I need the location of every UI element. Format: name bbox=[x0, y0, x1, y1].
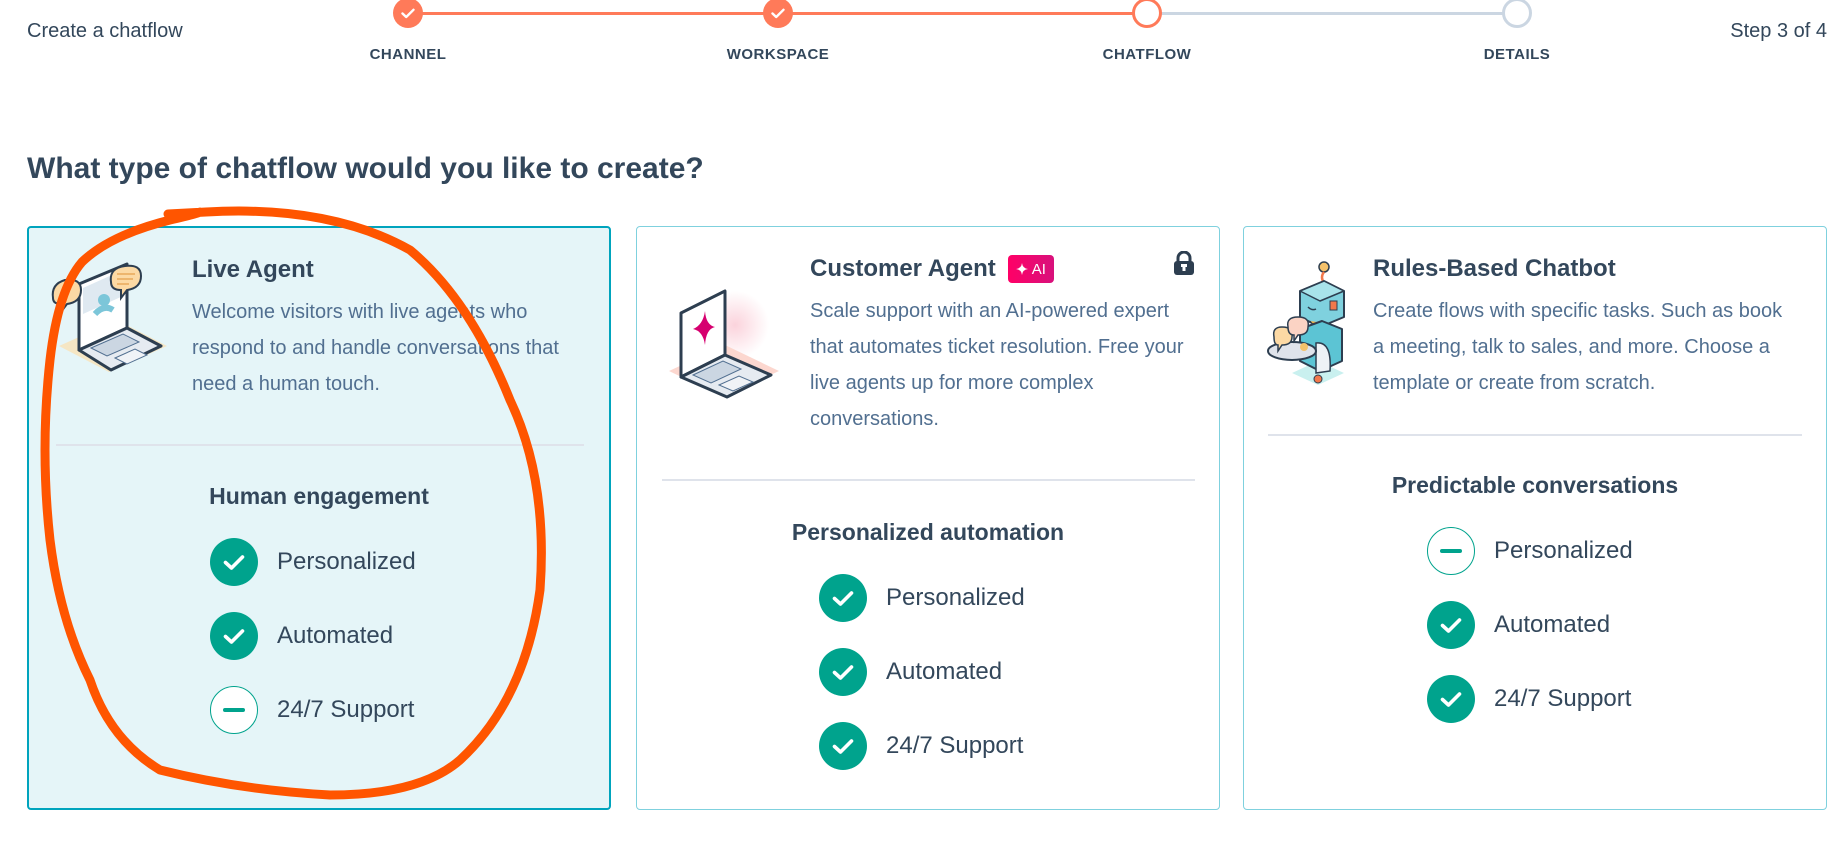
card-description: Welcome visitors with live agents who re… bbox=[192, 301, 559, 395]
check-circle-icon bbox=[819, 648, 867, 696]
step-pending-circle-icon bbox=[1502, 0, 1532, 28]
feature-item: Personalized bbox=[819, 561, 1219, 635]
feature-heading: Predictable conversations bbox=[1391, 472, 1679, 498]
robot-waiter-illustration bbox=[1266, 261, 1366, 391]
card-header: Rules-Based Chatbot Create flows with sp… bbox=[1373, 251, 1798, 401]
feature-label: Automated bbox=[277, 622, 394, 649]
feature-label: Automated bbox=[886, 658, 1003, 685]
ai-badge-label: AI bbox=[1031, 260, 1046, 278]
card-description: Scale support with an AI-powered expert … bbox=[810, 300, 1184, 430]
step-channel[interactable]: CHANNEL bbox=[308, 0, 508, 63]
feature-label: Personalized bbox=[277, 548, 416, 575]
step-current-circle-icon bbox=[1132, 0, 1162, 28]
feature-item: 24/7 Support bbox=[819, 709, 1219, 783]
stepper-line-pending bbox=[1146, 12, 1516, 15]
lock-icon bbox=[1173, 250, 1195, 275]
step-details[interactable]: DETAILS bbox=[1417, 0, 1617, 63]
step-label: DETAILS bbox=[1483, 46, 1551, 63]
step-chatflow[interactable]: CHATFLOW bbox=[1047, 0, 1247, 63]
step-counter: Step 3 of 4 bbox=[1730, 20, 1827, 42]
check-circle-icon bbox=[1427, 601, 1475, 649]
feature-label: Personalized bbox=[1494, 537, 1633, 564]
card-header: Customer Agent AI Scale support with an … bbox=[810, 251, 1191, 437]
card-divider bbox=[56, 444, 584, 446]
feature-list: Personalized Automated 24/7 Support bbox=[819, 561, 1219, 783]
card-description: Create flows with specific tasks. Such a… bbox=[1373, 300, 1783, 394]
feature-heading: Personalized automation bbox=[791, 519, 1065, 545]
feature-label: 24/7 Support bbox=[886, 732, 1024, 759]
feature-item: 24/7 Support bbox=[210, 673, 609, 747]
check-circle-icon bbox=[819, 574, 867, 622]
feature-label: Personalized bbox=[886, 584, 1025, 611]
chatflow-option-live-agent[interactable]: Live Agent Welcome visitors with live ag… bbox=[27, 226, 611, 810]
chatflow-option-rules-based-chatbot[interactable]: Rules-Based Chatbot Create flows with sp… bbox=[1243, 226, 1827, 810]
feature-label: 24/7 Support bbox=[277, 696, 415, 723]
feature-heading: Human engagement bbox=[209, 483, 429, 509]
progress-stepper: CHANNEL WORKSPACE CHATFLOW DETAILS bbox=[0, 0, 1848, 70]
dash-circle-icon bbox=[210, 686, 258, 734]
step-label: WORKSPACE bbox=[726, 46, 830, 63]
card-title: Live Agent bbox=[192, 256, 314, 283]
laptop-chat-bubbles-illustration bbox=[49, 258, 169, 388]
card-divider bbox=[1268, 434, 1802, 436]
step-label: CHATFLOW bbox=[1102, 46, 1192, 63]
card-title: Rules-Based Chatbot bbox=[1373, 255, 1616, 282]
feature-list: Personalized Automated 24/7 Support bbox=[1427, 514, 1826, 736]
card-header: Live Agent Welcome visitors with live ag… bbox=[192, 252, 581, 402]
page-question-heading: What type of chatflow would you like to … bbox=[27, 152, 704, 185]
card-title: Customer Agent bbox=[810, 255, 996, 282]
feature-item: Automated bbox=[819, 635, 1219, 709]
check-circle-icon bbox=[210, 538, 258, 586]
check-circle-icon bbox=[819, 722, 867, 770]
feature-list: Personalized Automated 24/7 Support bbox=[210, 525, 609, 747]
feature-label: 24/7 Support bbox=[1494, 685, 1632, 712]
feature-label: Automated bbox=[1494, 611, 1611, 638]
laptop-sparkle-illustration bbox=[665, 285, 785, 415]
feature-item: Automated bbox=[1427, 588, 1826, 662]
step-label: CHANNEL bbox=[369, 46, 447, 63]
step-workspace[interactable]: WORKSPACE bbox=[678, 0, 878, 63]
step-complete-check-icon bbox=[393, 0, 423, 28]
step-complete-check-icon bbox=[763, 0, 793, 28]
check-circle-icon bbox=[1427, 675, 1475, 723]
card-divider bbox=[662, 479, 1195, 481]
page-header-title: Create a chatflow bbox=[27, 20, 183, 42]
check-circle-icon bbox=[210, 612, 258, 660]
feature-item: 24/7 Support bbox=[1427, 662, 1826, 736]
chatflow-option-customer-agent[interactable]: Customer Agent AI Scale support with an … bbox=[636, 226, 1220, 810]
feature-item: Personalized bbox=[1427, 514, 1826, 588]
feature-item: Automated bbox=[210, 599, 609, 673]
ai-badge: AI bbox=[1007, 255, 1054, 283]
feature-item: Personalized bbox=[210, 525, 609, 599]
dash-circle-icon bbox=[1427, 527, 1475, 575]
sparkle-icon bbox=[1015, 263, 1028, 275]
